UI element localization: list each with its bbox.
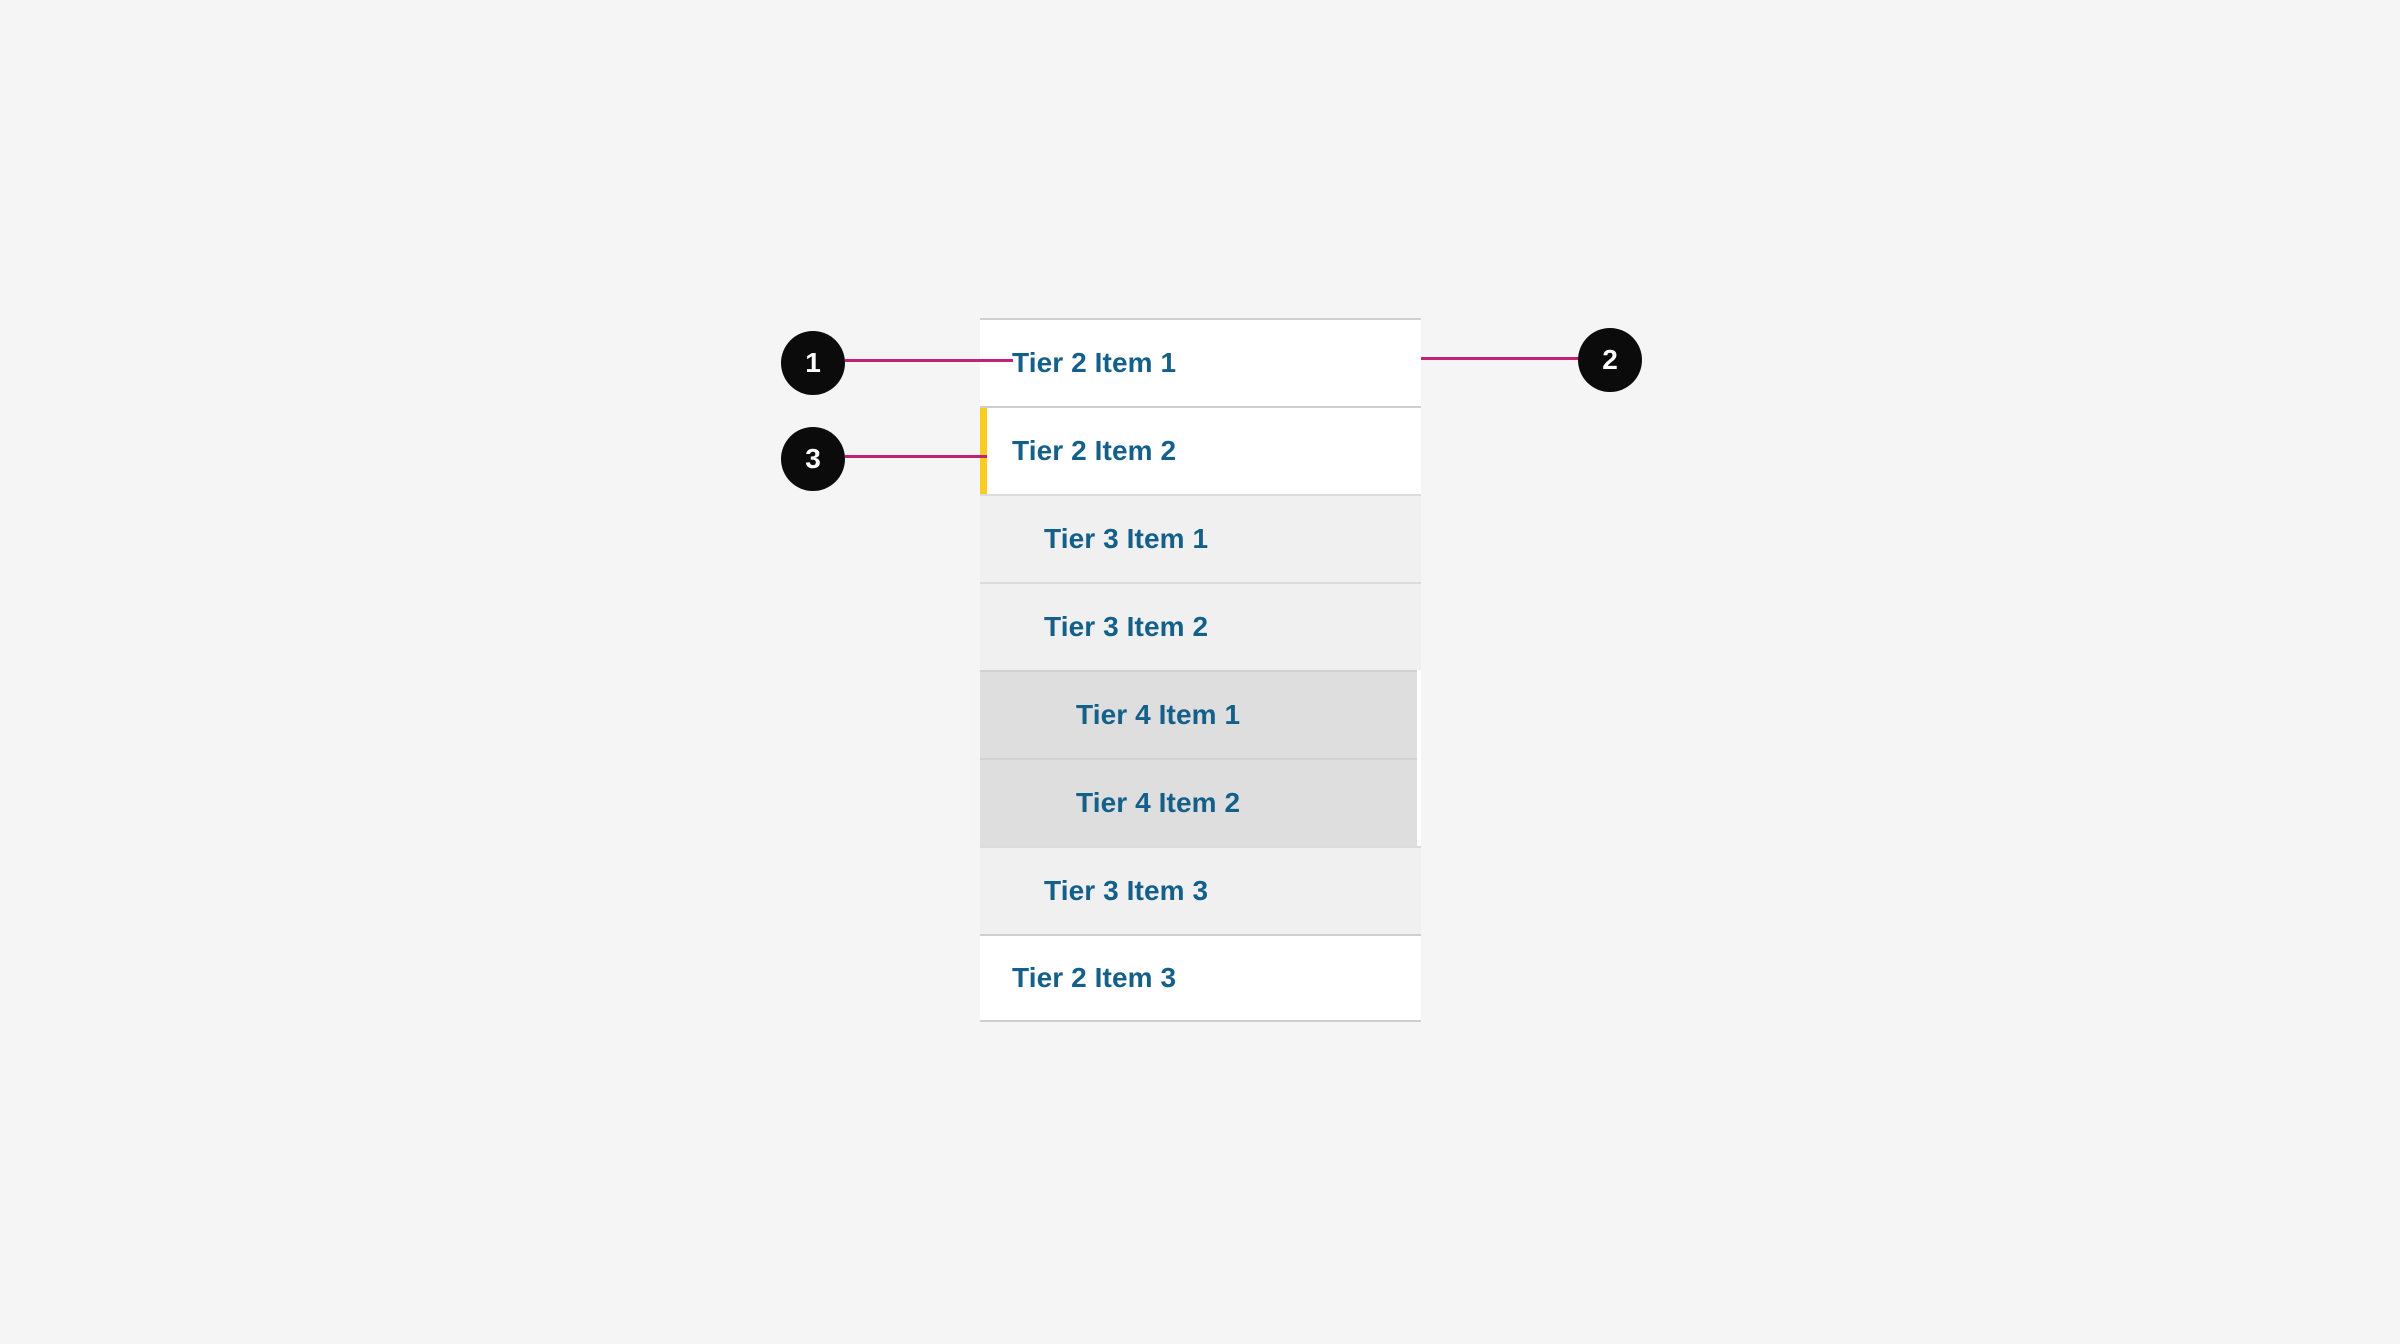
tiered-navigation-menu: Tier 2 Item 1 Tier 2 Item 2 Tier 3 Item … bbox=[980, 318, 1421, 1022]
menu-item-tier2-3[interactable]: Tier 2 Item 3 bbox=[980, 934, 1421, 1022]
menu-item-label: Tier 2 Item 3 bbox=[1012, 962, 1177, 993]
menu-item-label: Tier 4 Item 1 bbox=[1076, 699, 1241, 730]
menu-item-tier3-3[interactable]: Tier 3 Item 3 bbox=[980, 846, 1421, 934]
callout-connector-2 bbox=[1421, 357, 1579, 360]
menu-item-tier4-2[interactable]: Tier 4 Item 2 bbox=[980, 758, 1417, 846]
menu-item-label: Tier 2 Item 2 bbox=[1012, 435, 1177, 466]
menu-item-label: Tier 3 Item 2 bbox=[1044, 611, 1209, 642]
callout-badge-3: 3 bbox=[781, 427, 845, 491]
callout-badge-1-number: 1 bbox=[805, 347, 821, 378]
callout-badge-2: 2 bbox=[1578, 328, 1642, 392]
menu-item-tier2-2[interactable]: Tier 2 Item 2 bbox=[980, 406, 1421, 494]
menu-item-label: Tier 4 Item 2 bbox=[1076, 787, 1241, 818]
callout-badge-2-number: 2 bbox=[1602, 344, 1618, 375]
active-item-marker bbox=[980, 408, 987, 494]
callout-badge-1: 1 bbox=[781, 331, 845, 395]
callout-badge-3-number: 3 bbox=[805, 443, 821, 474]
menu-item-tier2-1[interactable]: Tier 2 Item 1 bbox=[980, 318, 1421, 406]
menu-item-label: Tier 2 Item 1 bbox=[1012, 347, 1177, 378]
callout-connector-1 bbox=[845, 359, 1013, 362]
menu-item-tier3-2[interactable]: Tier 3 Item 2 bbox=[980, 582, 1421, 670]
menu-item-tier3-1[interactable]: Tier 3 Item 1 bbox=[980, 494, 1421, 582]
menu-item-label: Tier 3 Item 3 bbox=[1044, 875, 1209, 906]
menu-item-tier4-1[interactable]: Tier 4 Item 1 bbox=[980, 670, 1417, 758]
callout-connector-3 bbox=[845, 455, 987, 458]
menu-item-label: Tier 3 Item 1 bbox=[1044, 523, 1209, 554]
